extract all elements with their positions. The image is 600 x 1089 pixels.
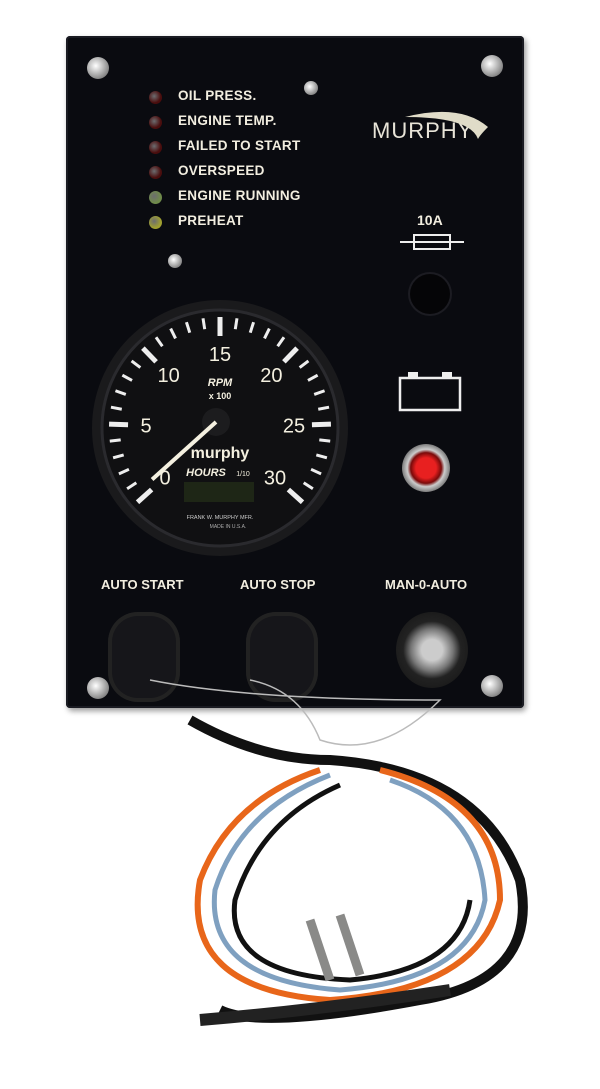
screw	[481, 675, 503, 697]
gauge-tick	[310, 467, 322, 476]
mode-switch-label: MAN-0-AUTO	[385, 577, 468, 592]
indicator-led	[149, 141, 162, 154]
gauge-tick	[317, 405, 330, 411]
battery-icon	[398, 372, 462, 412]
hours-label: HOURS	[186, 467, 226, 479]
gauge-tick	[154, 336, 164, 348]
gauge-unit: RPM	[208, 377, 233, 389]
indicator-label: OIL PRESS.	[178, 88, 257, 103]
gauge-tick	[319, 438, 331, 443]
gauge-tick	[110, 405, 123, 411]
gauge-tick	[114, 389, 127, 396]
gauge-tick	[112, 453, 125, 460]
fuse-rating: 10A	[417, 212, 443, 228]
hours-fraction: 1/10	[236, 471, 250, 478]
gauge-tick	[302, 481, 314, 491]
tachometer-gauge: 0 5 10 15 20 25 30 RPM x 100 murphy HOURS 1/10…	[92, 300, 348, 556]
screw	[87, 677, 109, 699]
gauge-tick	[313, 389, 326, 396]
screw	[481, 55, 503, 77]
gauge-scale-label: 15	[209, 344, 231, 366]
indicator-label: ENGINE TEMP.	[178, 113, 277, 128]
gauge-logo: murphy	[191, 445, 250, 462]
gauge-tick	[311, 421, 332, 428]
indicator-label: FAILED TO START	[178, 138, 301, 153]
gauge-tick	[233, 318, 239, 330]
indicator-led	[149, 216, 162, 229]
gauge-tick	[109, 438, 121, 443]
screw	[168, 254, 182, 268]
gauge-maker: FRANK W. MURPHY MFR.	[187, 515, 254, 521]
indicator-label: PREHEAT	[178, 213, 244, 228]
screw	[87, 57, 109, 79]
indicator-led	[149, 91, 162, 104]
gauge-scale-label: 5	[140, 415, 151, 437]
gauge-tick	[307, 373, 319, 382]
gauge-tick	[118, 467, 130, 476]
gauge-maker-line2: MADE IN U.S.A.	[210, 524, 247, 530]
gauge-scale-label: 30	[264, 468, 286, 490]
gauge-tick	[130, 359, 142, 369]
gauge-tick	[248, 321, 255, 334]
gauge-tick	[185, 321, 192, 334]
gauge-scale-label: 25	[283, 415, 305, 437]
gauge-scale-label: 20	[260, 365, 282, 387]
gauge-tick	[201, 318, 207, 330]
gauge-tick	[282, 346, 299, 364]
gauge-scale-label: 10	[157, 365, 179, 387]
battery-warning-lamp	[402, 444, 450, 492]
indicator-label: OVERSPEED	[178, 163, 265, 178]
gauge-tick	[135, 487, 154, 505]
auto-stop-button[interactable]	[246, 612, 318, 702]
gauge-tick	[108, 421, 129, 428]
gauge-tick	[298, 359, 310, 369]
gauge-scale-label: 0	[159, 468, 170, 490]
indicator-led	[149, 116, 162, 129]
key-switch[interactable]	[396, 612, 468, 688]
hour-meter-display	[184, 482, 254, 502]
gauge-multiplier: x 100	[209, 391, 232, 401]
gauge-tick	[126, 481, 138, 491]
auto-start-label: AUTO START	[101, 577, 184, 592]
gauge-tick	[141, 346, 158, 364]
gauge-tick	[276, 336, 286, 348]
indicator-label: ENGINE RUNNING	[178, 188, 301, 203]
auto-stop-label: AUTO STOP	[240, 577, 316, 592]
fuse-icon	[400, 234, 464, 250]
gauge-tick	[286, 487, 305, 505]
gauge-tick	[263, 327, 271, 340]
indicator-led	[149, 191, 162, 204]
gauge-needle	[150, 420, 218, 482]
fuse-holder[interactable]	[410, 274, 450, 314]
gauge-tick	[169, 327, 177, 340]
gauge-tick	[315, 453, 328, 460]
auto-start-button[interactable]	[108, 612, 180, 702]
indicator-led	[149, 166, 162, 179]
screw	[304, 81, 318, 95]
gauge-tick	[121, 373, 133, 382]
logo-swoosh-icon	[405, 111, 488, 139]
